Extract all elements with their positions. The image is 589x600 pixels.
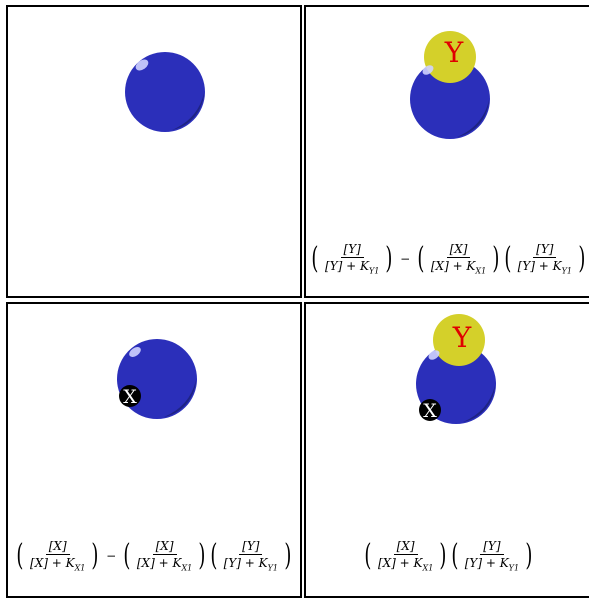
- protein-highlight: [428, 350, 440, 360]
- formula-xy-bound: ( [X][X] + KX1 ) ( [Y][Y] + KY1 ): [364, 538, 533, 573]
- ligand-y: [424, 31, 476, 83]
- ligand-x-label: X: [423, 400, 437, 422]
- protein-with-y: Y: [410, 31, 490, 139]
- protein-highlight: [422, 65, 434, 75]
- protein-shadow: [457, 100, 489, 137]
- panel-y-bound: Y ( [Y][Y] + KY1 ) − ( [X][X] + KX1 ) ( …: [304, 5, 589, 298]
- ligand-y-label: Y: [452, 321, 472, 354]
- formula-x-bound: ( [X][X] + KX1 ) − ( [X][X] + KX1 ) ( [Y…: [16, 538, 292, 573]
- panel-unbound: [6, 5, 302, 298]
- protein-with-x-and-y: Y X: [416, 314, 496, 424]
- protein-with-x: X: [117, 339, 197, 419]
- protein-highlight: [129, 347, 141, 357]
- protein-shadow: [164, 380, 196, 417]
- protein-sphere: [410, 59, 490, 139]
- panel-xy-bound: Y X ( [X][X] + KX1 ) ( [Y][Y] + KY1 ): [304, 302, 589, 598]
- protein-molecule: [125, 52, 205, 132]
- protein-shadow: [172, 93, 204, 130]
- protein-highlight: [135, 59, 149, 71]
- ligand-x-label: X: [123, 386, 137, 408]
- protein-sphere: [125, 52, 205, 132]
- ligand-y: [433, 314, 485, 366]
- ligand-y-label: Y: [444, 36, 464, 69]
- ligand-x: [119, 385, 141, 407]
- ligand-x: [419, 399, 441, 421]
- protein-shadow: [463, 385, 495, 422]
- panel-x-bound: X ( [X][X] + KX1 ) − ( [X][X] + KX1 ) ( …: [6, 302, 302, 598]
- formula-y-bound: ( [Y][Y] + KY1 ) − ( [X][X] + KX1 ) ( [Y…: [311, 241, 586, 276]
